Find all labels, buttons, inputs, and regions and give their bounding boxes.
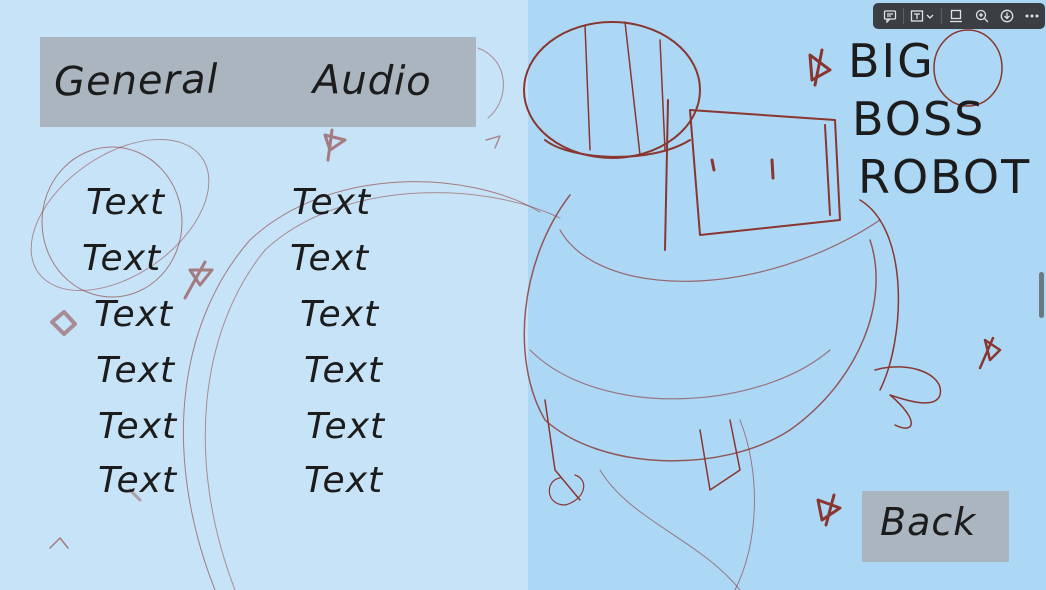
download-icon[interactable] <box>994 5 1019 27</box>
text-select-icon[interactable] <box>905 5 940 27</box>
title-boss: BOSS <box>852 92 986 146</box>
menu-item-text[interactable]: Text <box>98 460 178 501</box>
menu-item-text[interactable]: Text <box>304 460 384 501</box>
back-button[interactable] <box>862 491 1009 562</box>
menu-item-text[interactable]: Text <box>304 350 384 391</box>
tab-general[interactable]: General <box>53 56 220 106</box>
back-button-label[interactable]: Back <box>880 500 977 544</box>
tab-bar <box>40 37 476 127</box>
menu-item-text[interactable]: Text <box>98 406 178 447</box>
menu-item-text[interactable]: Text <box>300 294 380 335</box>
title-robot: ROBOT <box>858 150 1032 204</box>
toolbar-divider <box>903 8 905 24</box>
menu-item-text[interactable]: Text <box>82 238 162 279</box>
tab-audio[interactable]: Audio <box>312 56 433 106</box>
menu-item-text[interactable]: Text <box>96 350 176 391</box>
viewer-toolbar <box>873 3 1045 29</box>
title-big: BIG <box>848 34 935 88</box>
menu-item-text[interactable]: Text <box>292 182 372 223</box>
fit-page-icon[interactable] <box>943 5 968 27</box>
vertical-scrollbar[interactable] <box>1039 272 1044 318</box>
toolbar-divider <box>941 8 943 24</box>
menu-item-text[interactable]: Text <box>94 294 174 335</box>
menu-item-text[interactable]: Text <box>306 406 386 447</box>
more-icon[interactable] <box>1020 5 1045 27</box>
menu-item-text[interactable]: Text <box>86 182 166 223</box>
menu-item-text[interactable]: Text <box>290 238 370 279</box>
comment-icon[interactable] <box>877 5 902 27</box>
zoom-in-icon[interactable] <box>969 5 994 27</box>
